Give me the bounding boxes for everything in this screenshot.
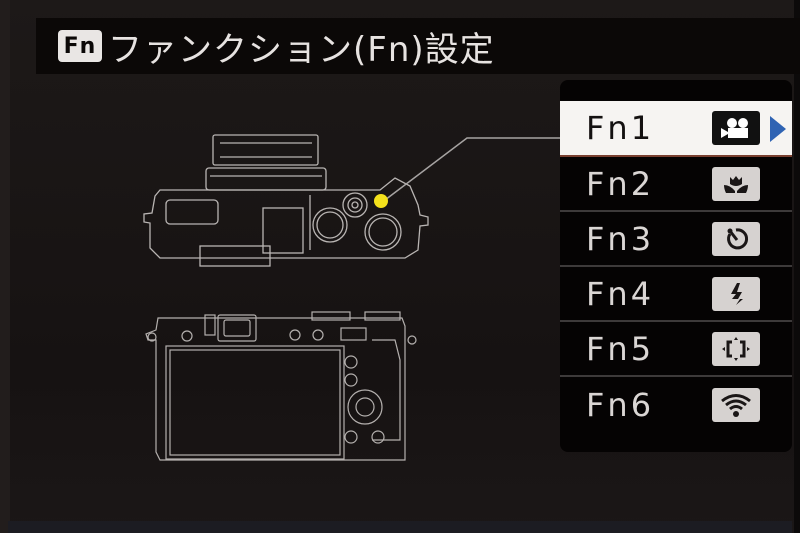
flash-icon: [712, 276, 760, 311]
macro-tulip-icon: [712, 166, 760, 201]
fn-item-fn5[interactable]: Fn5: [560, 322, 792, 377]
self-timer-icon: [712, 221, 760, 256]
fn-item-fn4[interactable]: Fn4: [560, 267, 792, 322]
fn-menu-list: Fn1 Fn2 Fn3: [560, 101, 792, 432]
fn-item-label: Fn2: [586, 164, 655, 203]
camera-top-view: [143, 134, 429, 267]
af-frame-icon: [712, 331, 760, 366]
fn-item-fn2[interactable]: Fn2: [560, 157, 792, 212]
bezel-right: [794, 0, 800, 533]
bezel-bottom: [8, 521, 792, 533]
fn-item-label: Fn4: [586, 274, 655, 313]
title-bar: Fn ファンクション(Fn)設定: [36, 18, 800, 74]
wifi-icon: [712, 387, 760, 422]
fn-item-label: Fn3: [586, 219, 655, 258]
fn-item-label: Fn6: [586, 385, 655, 424]
movie-camera-icon: [712, 111, 760, 145]
submenu-arrow-icon[interactable]: [770, 116, 786, 142]
fn-item-fn3[interactable]: Fn3: [560, 212, 792, 267]
fn-item-label: Fn5: [586, 329, 655, 368]
bezel-left: [0, 0, 10, 533]
callout-line: [384, 137, 560, 201]
fn-icon: Fn: [58, 30, 102, 62]
fn1-button-highlight: [374, 194, 388, 208]
fn-item-label: Fn1: [586, 109, 655, 147]
camera-back-view: [145, 311, 417, 461]
fn-item-fn1[interactable]: Fn1: [560, 101, 792, 157]
page-title: ファンクション(Fn)設定: [108, 29, 495, 70]
fn-item-fn6[interactable]: Fn6: [560, 377, 792, 432]
